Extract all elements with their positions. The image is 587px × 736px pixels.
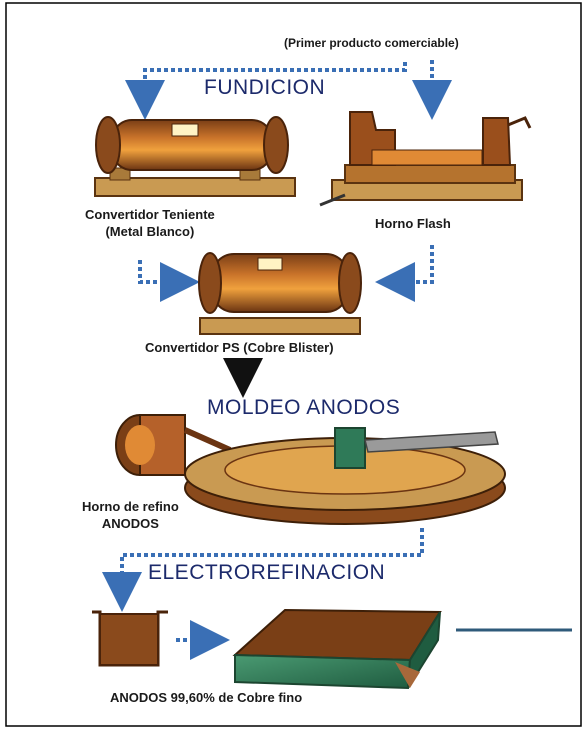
label-teniente-line2: (Metal Blanco) xyxy=(85,223,215,240)
rueda-moldeo-illustration xyxy=(185,428,505,524)
arrow-flash-to-ps xyxy=(395,245,432,282)
arrow-teniente-to-ps xyxy=(140,260,180,282)
anodo-illustration xyxy=(92,612,168,665)
label-anodos-cobre-fino: ANODOS 99,60% de Cobre fino xyxy=(110,690,302,705)
label-convertidor-teniente: Convertidor Teniente (Metal Blanco) xyxy=(85,206,215,240)
catodo-illustration xyxy=(235,610,440,688)
label-convertidor-ps: Convertidor PS (Cobre Blister) xyxy=(145,340,334,355)
label-horno-refino: Horno de refino ANODOS xyxy=(82,498,179,532)
top-note: (Primer producto comerciable) xyxy=(284,36,459,50)
stage-electrorefinacion: ELECTROREFINACION xyxy=(148,561,385,585)
label-horno-flash: Horno Flash xyxy=(375,216,451,231)
stage-fundicion: FUNDICION xyxy=(204,76,325,100)
horno-flash-illustration xyxy=(320,112,530,205)
convertidor-ps-illustration xyxy=(199,253,361,334)
label-horno-refino-line1: Horno de refino xyxy=(82,498,179,515)
label-horno-refino-line2: ANODOS xyxy=(82,515,179,532)
convertidor-teniente-illustration xyxy=(95,117,295,196)
label-teniente-line1: Convertidor Teniente xyxy=(85,206,215,223)
stage-moldeo: MOLDEO ANODOS xyxy=(207,396,400,420)
